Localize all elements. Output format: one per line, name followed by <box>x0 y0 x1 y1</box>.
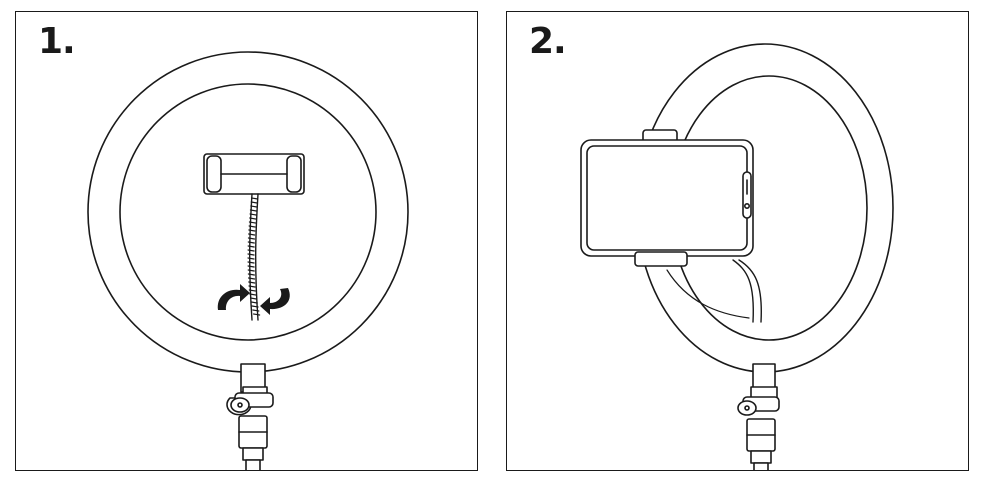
ring-light-outer-edge <box>88 52 408 372</box>
step-2-panel: 2. <box>506 11 969 471</box>
clamp-bottom <box>635 252 687 266</box>
rotate-arrow-left-icon <box>217 284 250 310</box>
step-1-panel: 1. <box>15 11 478 471</box>
smartphone <box>581 140 753 256</box>
stand <box>227 364 273 470</box>
stand <box>738 364 779 470</box>
gooseneck-arm <box>248 194 260 320</box>
step-number: 2. <box>529 21 567 62</box>
ring-light-illustration-2 <box>507 12 969 470</box>
step-number: 1. <box>38 21 76 62</box>
ring-light-illustration-1 <box>16 12 478 470</box>
phone-holder-clamp <box>204 154 304 194</box>
ring-light-inner-edge <box>120 84 376 340</box>
gooseneck-arm <box>667 260 761 322</box>
rotate-arrow-right-icon <box>260 288 290 315</box>
